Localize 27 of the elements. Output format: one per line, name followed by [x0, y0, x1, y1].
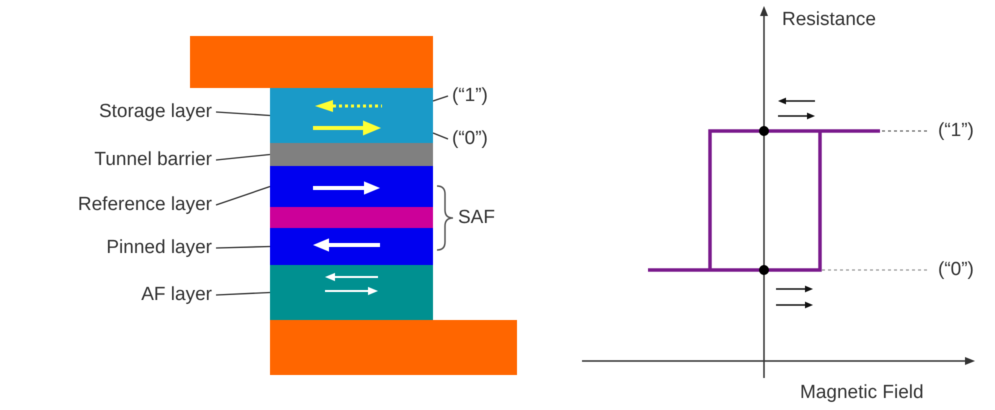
leader-line — [432, 95, 448, 102]
top-electrode — [190, 36, 433, 88]
state-label: (“0”) — [938, 258, 974, 282]
layer-label: AF layer — [141, 283, 212, 307]
af-layer — [270, 265, 433, 320]
layer-label: Storage layer — [98, 100, 212, 124]
state-label: (“0”) — [452, 127, 488, 151]
leader-line — [216, 292, 270, 296]
axis-label: Magnetic Field — [800, 381, 924, 405]
bottom-electrode — [270, 320, 517, 375]
layer-label: Pinned layer — [106, 236, 212, 260]
layer-label: Reference layer — [78, 193, 212, 217]
spacer-layer — [270, 207, 433, 228]
storage-layer — [270, 88, 433, 143]
leader-line — [216, 154, 270, 161]
leader-line — [216, 111, 270, 116]
state-label: (“1”) — [452, 84, 488, 108]
leader-line — [432, 132, 448, 140]
reference-layer — [270, 166, 433, 207]
leader-line — [216, 246, 270, 249]
group-label: SAF — [458, 206, 495, 230]
leader-line — [216, 186, 270, 206]
tunnel-barrier-layer — [270, 143, 433, 166]
layer-label: Tunnel barrier — [94, 148, 212, 172]
pinned-layer — [270, 228, 433, 265]
state-label: (“1”) — [938, 119, 974, 143]
axis-label: Resistance — [782, 8, 876, 32]
